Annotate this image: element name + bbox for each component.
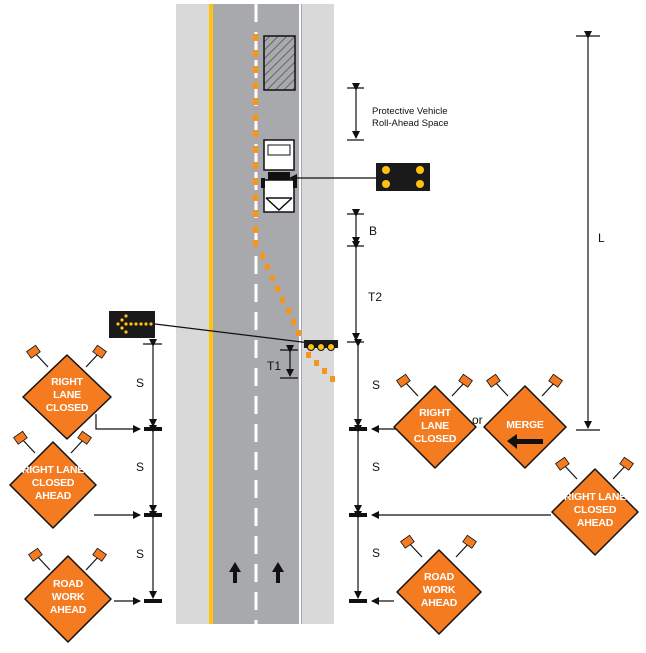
sign-text-line: RIGHT xyxy=(51,376,83,388)
dimension-lines xyxy=(143,31,600,599)
arrow-board-leader xyxy=(154,323,311,344)
sign-text-line: LANE xyxy=(53,389,81,401)
shoulder-light-device xyxy=(304,340,338,351)
sign-text-line: RIGHT LANE xyxy=(22,464,84,476)
flag-icon xyxy=(396,373,473,397)
dimension-t2-label: T2 xyxy=(368,290,382,304)
flag-icon xyxy=(555,456,634,480)
flashing-light-board-icon xyxy=(376,163,430,191)
dimension-s-label: S xyxy=(372,378,380,392)
dimension-t1-label: T1 xyxy=(267,359,281,373)
sign-text-line: AHEAD xyxy=(577,517,614,529)
roll-ahead-label-line2: Roll-Ahead Space xyxy=(372,118,449,129)
sign-text-line: ROAD xyxy=(53,578,84,590)
dimension-s-label: S xyxy=(372,460,380,474)
dimension-s-label: S xyxy=(372,546,380,560)
sign-text-line: LANE xyxy=(421,420,449,432)
sign-text-line: CLOSED xyxy=(32,477,75,489)
right-shoulder xyxy=(302,4,334,624)
flag-icon xyxy=(26,344,107,368)
sign-right-lane-closed-left: RIGHT LANE CLOSED xyxy=(22,344,112,440)
or-label: or xyxy=(472,413,483,427)
sign-text-line: RIGHT LANE xyxy=(564,491,626,503)
sign-leaders xyxy=(94,414,551,605)
dimension-s-label: S xyxy=(136,547,144,561)
truck-icon xyxy=(261,139,297,213)
dimension-b-label: B xyxy=(369,224,377,238)
channelizing-devices xyxy=(253,34,335,382)
sign-right-lane-closed-ahead-right: RIGHT LANE CLOSED AHEAD xyxy=(551,456,639,556)
sign-text-line: AHEAD xyxy=(50,604,87,616)
center-line-yellow xyxy=(209,4,213,624)
sign-text-line: RIGHT xyxy=(419,407,451,419)
sign-text-line: AHEAD xyxy=(35,490,72,502)
flag-icon xyxy=(486,373,563,397)
sign-text-line: CLOSED xyxy=(414,433,457,445)
sign-text-line: CLOSED xyxy=(46,402,89,414)
sign-right-lane-closed-ahead-left: RIGHT LANE CLOSED AHEAD xyxy=(9,430,97,529)
dimension-l-label: L xyxy=(598,231,605,245)
sign-road-work-ahead-left: ROAD WORK AHEAD xyxy=(24,547,112,643)
lane-arrow-icon xyxy=(229,562,284,583)
sign-road-work-ahead-right: ROAD WORK AHEAD xyxy=(396,534,482,635)
sign-right-lane-closed-right: RIGHT LANE CLOSED xyxy=(393,373,477,469)
sign-text-line: WORK xyxy=(52,591,85,603)
dimension-s-label: S xyxy=(136,376,144,390)
sign-post-marks xyxy=(144,427,367,603)
sign-text-line: CLOSED xyxy=(574,504,617,516)
work-area-hatch-icon xyxy=(263,35,296,91)
arrow-board-icon xyxy=(109,311,155,338)
sign-text-line: MERGE xyxy=(506,419,544,431)
sign-merge-right: MERGE xyxy=(483,373,567,469)
sign-text-line: WORK xyxy=(423,584,456,596)
flag-icon xyxy=(13,430,92,454)
sign-text-line: ROAD xyxy=(424,571,455,583)
left-shoulder xyxy=(176,4,210,624)
sign-text-line: AHEAD xyxy=(421,597,458,609)
dimension-s-label: S xyxy=(136,460,144,474)
roadway xyxy=(176,4,334,624)
roll-ahead-label-line1: Protective Vehicle xyxy=(372,106,448,117)
flag-icon xyxy=(28,547,107,571)
flag-icon xyxy=(400,534,477,558)
left-arrow-icon xyxy=(507,434,543,449)
